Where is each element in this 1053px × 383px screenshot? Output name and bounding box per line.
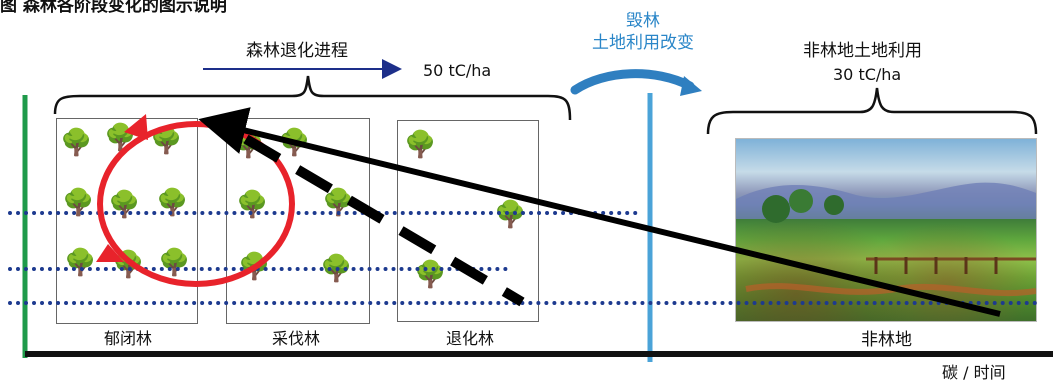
deforestation-curve-head xyxy=(680,76,702,96)
tree-icon: 🌳 xyxy=(60,128,93,158)
tree-icon: 🌳 xyxy=(64,248,97,278)
non-forest-label: 非林地 xyxy=(861,330,912,350)
deforestation-curve-arrow xyxy=(570,69,695,95)
forest-brace xyxy=(53,75,572,121)
carbon-time-axis-label: 碳 / 时间 xyxy=(942,363,1006,382)
dotted-level-mid xyxy=(8,267,508,271)
degradation-dashed-line xyxy=(243,134,525,307)
non-forest-landscape-image xyxy=(735,138,1037,322)
logged-forest-label: 采伐林 xyxy=(272,329,321,348)
recovery-arrow xyxy=(198,107,1001,317)
dotted-level-low xyxy=(8,301,1038,305)
dotted-level-high xyxy=(8,211,638,215)
non-forest-carbon-label: 30 tC/ha xyxy=(833,65,902,84)
degraded-forest-label: 退化林 xyxy=(446,329,495,348)
figure-title: 图 森林各阶段变化的图示说明 xyxy=(0,0,227,16)
cycle-arrowhead-bottom xyxy=(96,244,124,262)
cycle-arrowhead-top xyxy=(124,114,148,140)
deforestation-label: 毁林 土地利用改变 xyxy=(578,10,708,54)
tree-icon: 🌳 xyxy=(414,260,447,290)
tree-icon: 🌳 xyxy=(494,200,527,230)
closed-forest-label: 郁闭林 xyxy=(104,329,153,348)
forest-carbon-label: 50 tC/ha xyxy=(423,61,492,80)
deforestation-line2: 土地利用改变 xyxy=(592,33,694,53)
deforestation-line1: 毁林 xyxy=(626,11,660,31)
degraded-forest-box xyxy=(397,120,539,322)
tree-icon: 🌳 xyxy=(404,130,437,160)
tree-icon: 🌳 xyxy=(158,248,191,278)
red-cycle xyxy=(97,121,295,287)
degradation-process-label: 森林退化进程 xyxy=(246,41,348,61)
non-forest-brace xyxy=(706,87,1038,135)
non-forest-land-use-label: 非林地土地利用 xyxy=(803,41,922,61)
